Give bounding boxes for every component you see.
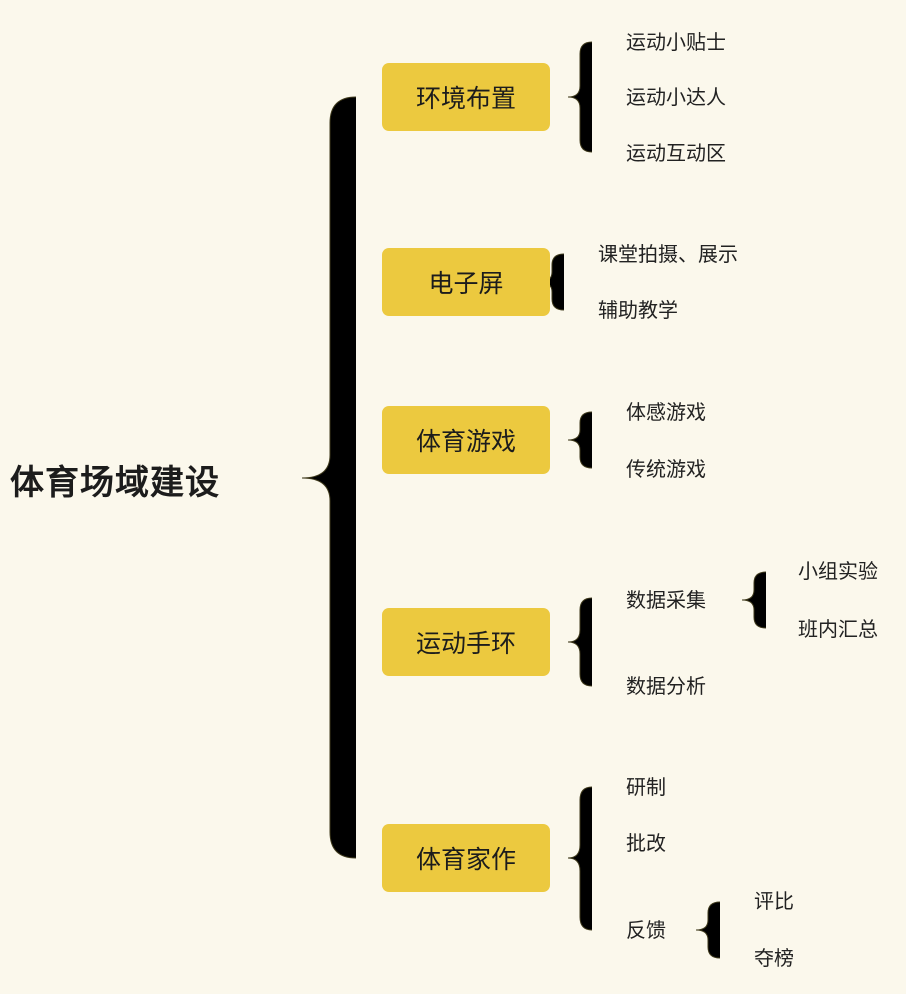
leaf-design: 研制: [626, 775, 666, 799]
leaf-sports-tips: 运动小贴士: [626, 30, 726, 54]
brace-feedback: [695, 901, 721, 959]
leaf-competition: 评比: [754, 889, 794, 913]
root-brace: [301, 96, 357, 859]
leaf-class-recording: 课堂拍摄、展示: [598, 242, 738, 266]
node-environment: 环境布置: [382, 63, 550, 131]
brace-band: [567, 597, 593, 687]
brace-environment: [567, 41, 593, 153]
leaf-grading: 批改: [626, 831, 666, 855]
leaf-class-summary: 班内汇总: [798, 617, 878, 641]
node-screen: 电子屏: [382, 248, 550, 316]
leaf-data-analysis: 数据分析: [626, 674, 706, 698]
leaf-interactive-zone: 运动互动区: [626, 141, 726, 165]
node-band: 运动手环: [382, 608, 550, 676]
leaf-feedback: 反馈: [626, 918, 666, 942]
leaf-data-collection: 数据采集: [626, 588, 706, 612]
leaf-ranking: 夺榜: [754, 946, 794, 970]
leaf-sports-star: 运动小达人: [626, 85, 726, 109]
leaf-group-experiment: 小组实验: [798, 559, 878, 583]
brace-games: [567, 411, 593, 469]
brace-collection: [741, 571, 767, 629]
root-title: 体育场域建设: [10, 463, 220, 503]
leaf-teaching-aid: 辅助教学: [598, 298, 678, 322]
node-homework: 体育家作: [382, 824, 550, 892]
brace-homework: [567, 786, 593, 931]
leaf-traditional-games: 传统游戏: [626, 457, 706, 481]
leaf-motion-games: 体感游戏: [626, 400, 706, 424]
node-games: 体育游戏: [382, 406, 550, 474]
